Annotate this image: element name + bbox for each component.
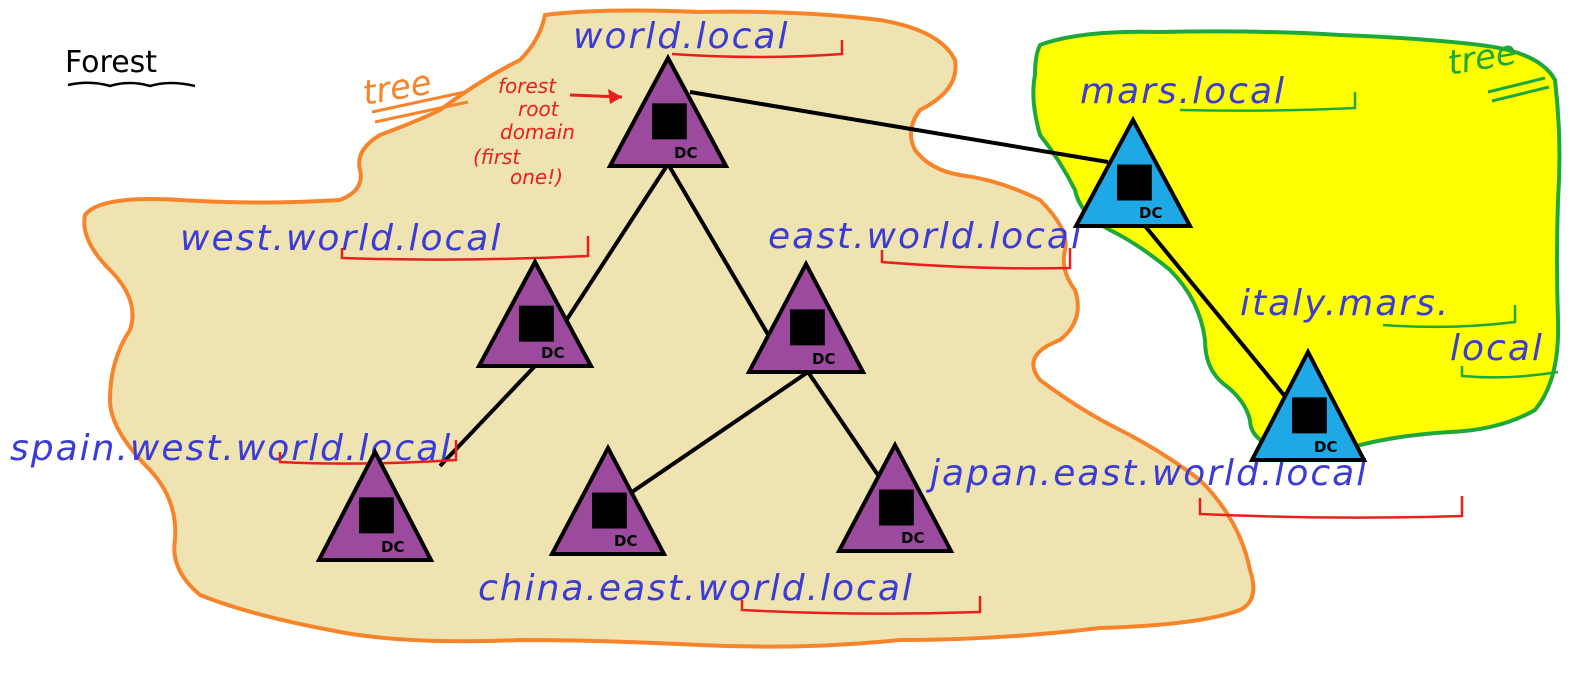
label-italy-1: italy.mars. [1240, 283, 1450, 324]
underline-mars [1179, 92, 1357, 112]
dc-node-japan: DC [835, 440, 955, 553]
note-line-4: (first [473, 145, 521, 169]
label-east: east.world.local [768, 216, 1083, 257]
note-line-3: domain [500, 120, 575, 144]
underline-china [740, 596, 982, 615]
underline-east [880, 248, 1072, 270]
dc-node-west: DC [475, 257, 595, 368]
underline-japan [1198, 496, 1464, 519]
note-line-5: one!) [510, 165, 563, 189]
label-china: china.east.world.local [478, 568, 914, 609]
dc-node-spain: DC [315, 447, 435, 562]
dc-label-japan: DC [901, 529, 924, 547]
server-icon-west [519, 305, 554, 342]
title-underline [67, 81, 196, 88]
tree-underline-world [371, 90, 469, 124]
dc-node-east: DC [745, 259, 867, 374]
tree-underline-mars [1487, 76, 1550, 103]
dc-label-world: DC [674, 144, 697, 162]
server-icon-japan [879, 489, 914, 526]
edge-east-japan [806, 370, 882, 480]
underline-spain [278, 440, 458, 465]
edge-east-china [630, 370, 810, 494]
edge-mars-italy [1143, 224, 1290, 402]
label-italy-2: local [1450, 328, 1544, 369]
server-icon-mars [1117, 164, 1152, 201]
server-icon-spain [359, 497, 394, 534]
dc-label-china: DC [614, 532, 637, 550]
forest-title: Forest [65, 45, 157, 80]
edge-world-mars [689, 90, 1109, 164]
dc-label-italy: DC [1314, 438, 1337, 456]
server-icon-east [790, 309, 825, 346]
dc-node-mars: DC [1072, 115, 1194, 228]
server-icon-china [592, 492, 627, 529]
dc-label-east: DC [812, 350, 835, 368]
label-mars: mars.local [1080, 71, 1286, 112]
underline-world [671, 40, 844, 59]
underline-west [340, 236, 590, 261]
underline-italy [1382, 305, 1559, 379]
dc-node-world: DC [606, 53, 730, 168]
label-world: world.local [573, 16, 789, 57]
server-icon-world [652, 103, 687, 140]
forest-root-note: forest root domain (first one!) [473, 74, 623, 189]
label-west: west.world.local [180, 218, 502, 259]
dc-label-west: DC [541, 344, 564, 362]
edge-world-west [558, 162, 670, 332]
underlines [278, 40, 1559, 615]
note-arrow-head [608, 89, 622, 104]
dc-node-china: DC [548, 443, 668, 556]
note-line-1: forest [498, 74, 557, 98]
dc-nodes: DC DC DC DC DC DC DC DC [315, 53, 1368, 562]
dc-label-mars: DC [1139, 204, 1162, 222]
server-icon-italy [1292, 397, 1327, 434]
dc-node-italy: DC [1248, 347, 1368, 462]
dc-label-spain: DC [381, 538, 404, 556]
note-line-2: root [518, 97, 560, 121]
